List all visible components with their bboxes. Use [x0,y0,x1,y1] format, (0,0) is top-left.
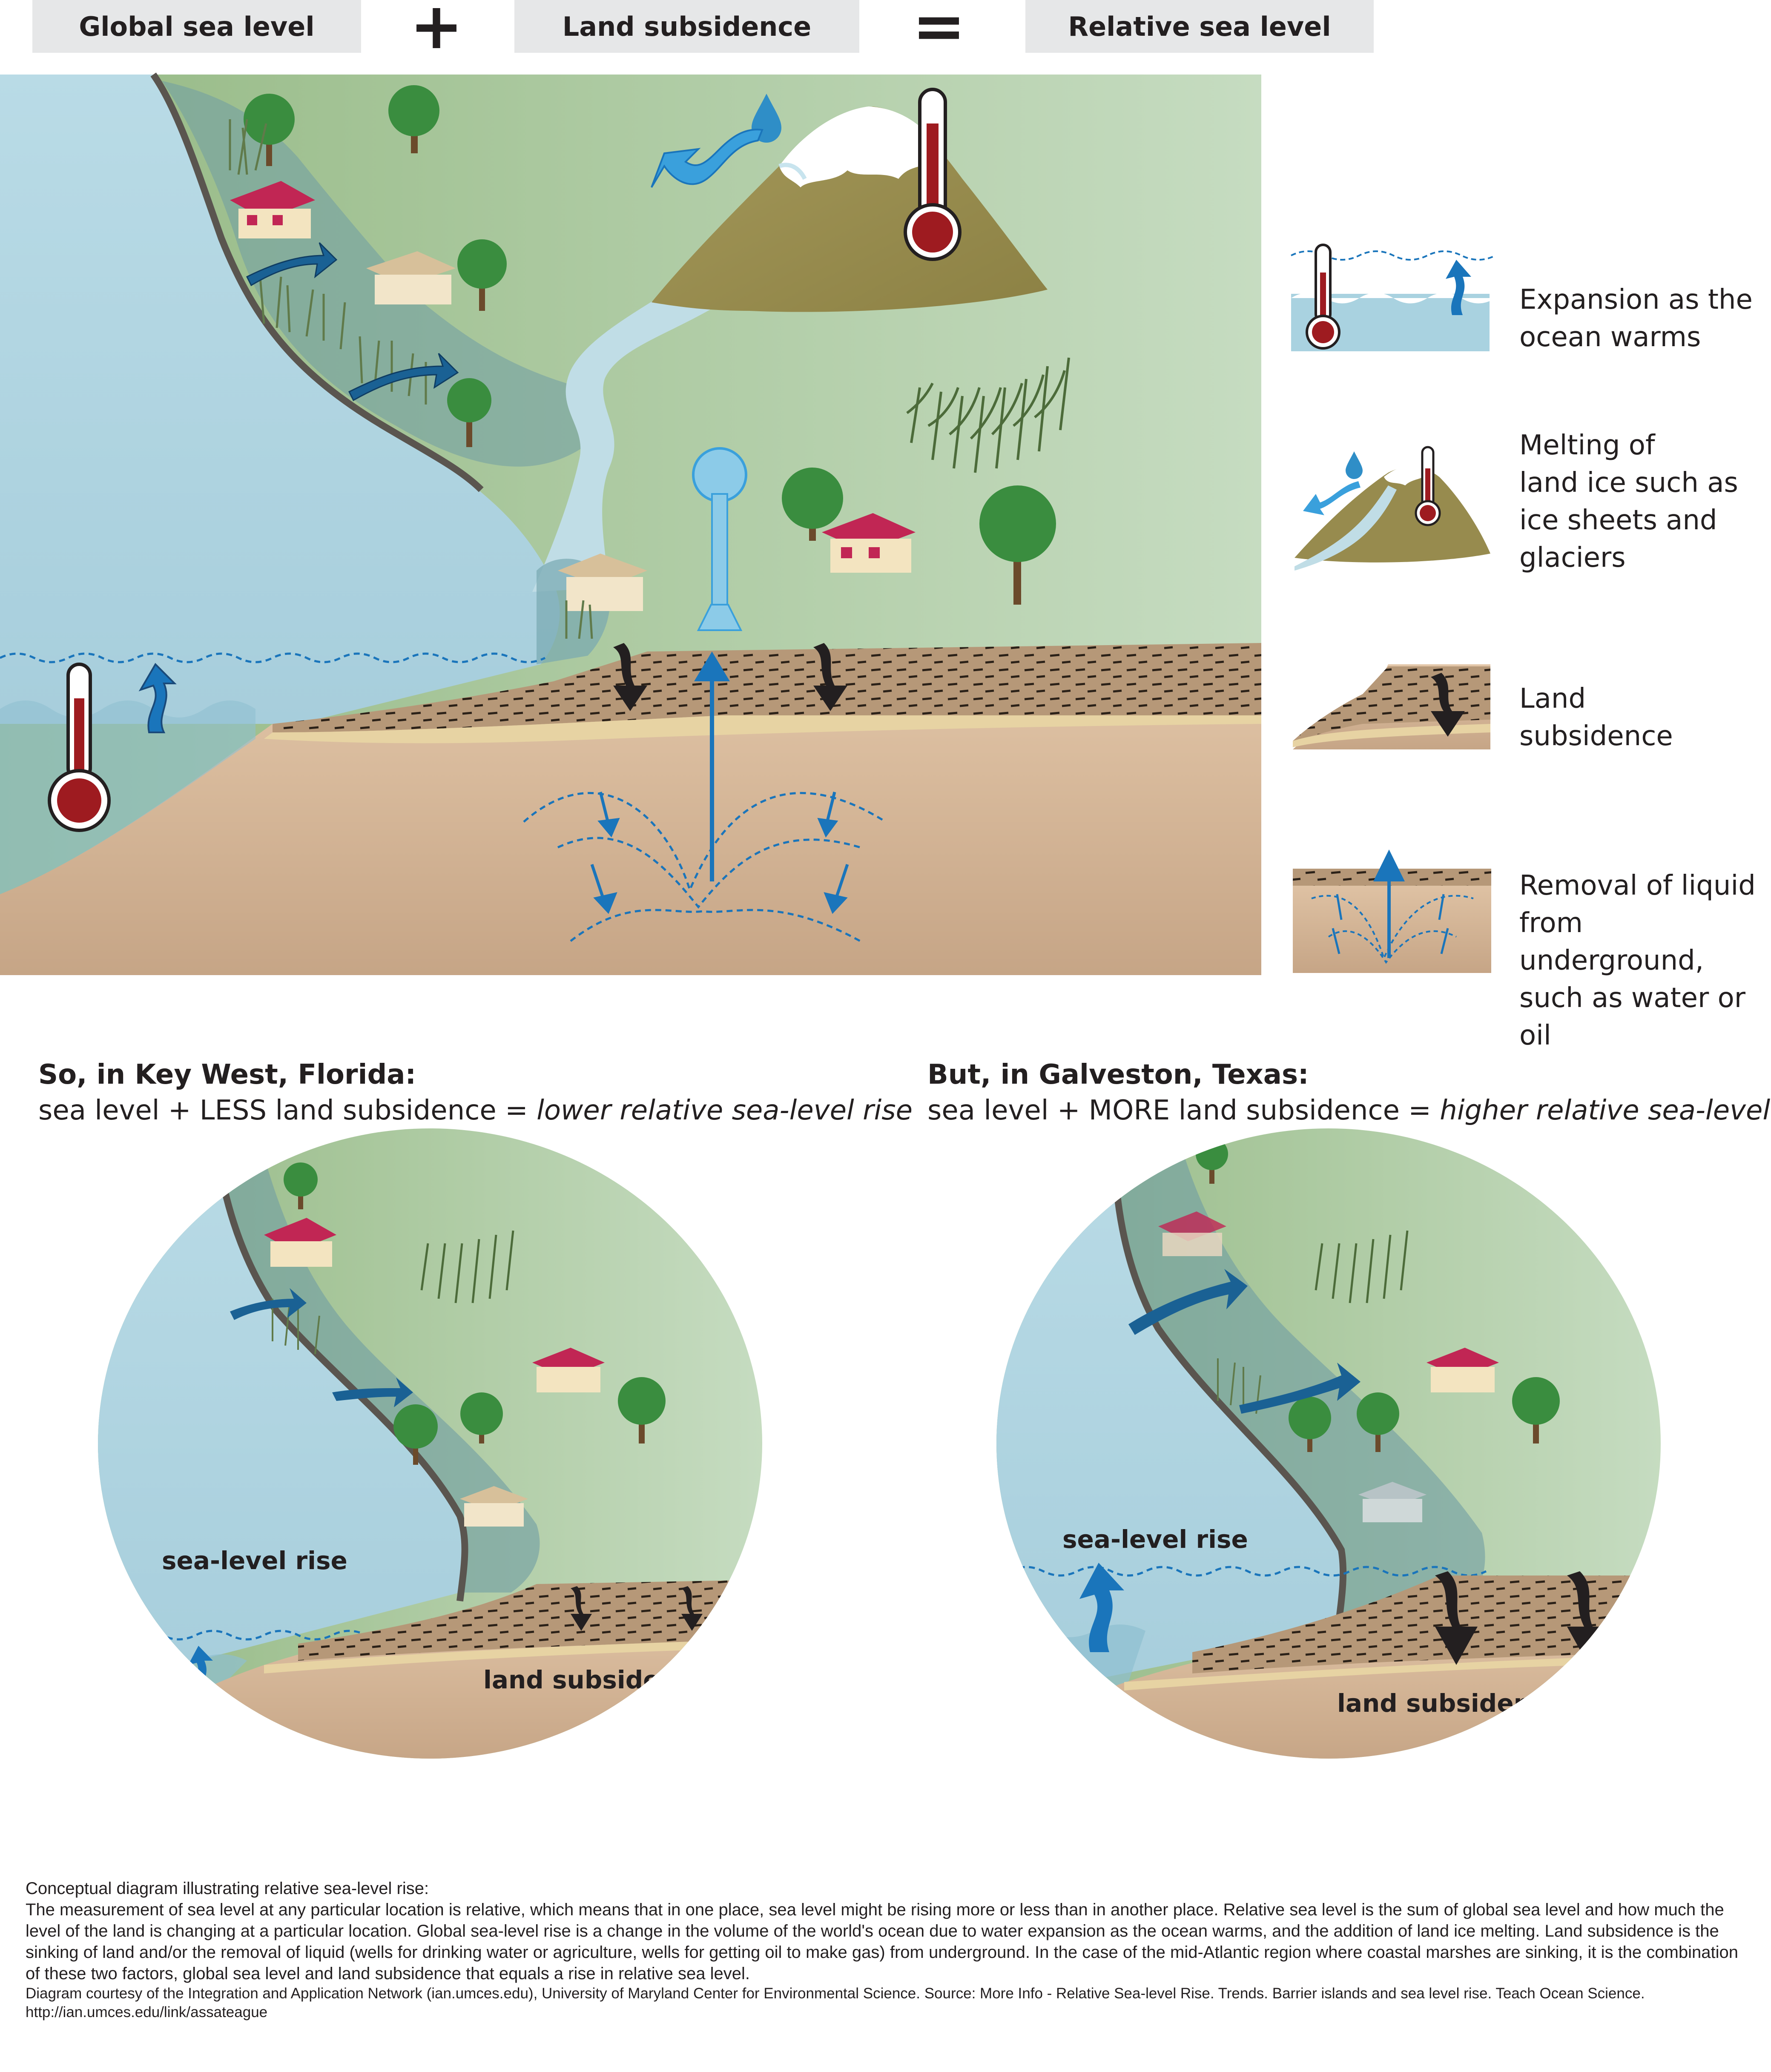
subsidence-arrow-icon [613,643,847,711]
galveston-circle: sea-level rise land subsidence [996,1128,1661,1759]
legend-removal-line-2: from underground, [1519,907,1704,976]
tree-icon [244,85,1056,605]
caption-title: Conceptual diagram illustrating relative… [26,1879,429,1898]
sea-rise-arrow-icon [138,663,177,733]
legend-melting-line-4: glaciers [1519,542,1626,574]
key-west-land-subsidence-label: land subsidence [483,1665,709,1694]
key-west-heading-block: So, in Key West, Florida: sea level + LE… [38,1057,913,1128]
legend-subsidence-line-2: subsidence [1519,720,1673,752]
water-tower-icon [692,447,747,631]
header-relative-sea-level: Relative sea level [1025,0,1374,53]
legend-melting-line-1: Melting of [1519,430,1655,461]
galveston-sea-level-rise-label: sea-level rise [1062,1525,1248,1554]
legend-removal-label: Removal of liquid from underground, such… [1519,867,1771,1054]
legend-subsidence-label: Land subsidence [1519,680,1673,755]
key-west-sea-level-rise-label: sea-level rise [162,1546,347,1575]
key-west-heading: So, in Key West, Florida: [38,1059,416,1091]
marsh-grass-icon [229,119,593,639]
flood-arrow-icon [246,242,459,402]
sea-thermometer-icon [48,663,111,832]
mountain-with-ice [651,94,1048,312]
galveston-land-subsidence-label: land subsidence [1337,1689,1563,1718]
key-west-formula: sea level + LESS land subsidence = [38,1095,537,1126]
crop-field-icon [906,357,1070,473]
legend-expansion-line-2: ocean warms [1519,321,1701,353]
legend-melting-label: Melting of land ice such as ice sheets a… [1519,427,1738,577]
legend-subsidence-line-1: Land [1519,683,1586,715]
groundwater-arrows [590,792,849,914]
galveston-heading-block: But, in Galveston, Texas: sea level + MO… [927,1057,1771,1128]
legend-expansion-line-1: Expansion as the [1519,284,1753,316]
legend-expansion-label: Expansion as the ocean warms [1519,281,1753,356]
legend-melting-line-3: ice sheets and [1519,505,1717,536]
legend-removal-line-1: Removal of liquid [1519,870,1756,901]
caption-block: Conceptual diagram illustrating relative… [26,1878,1746,2022]
legend-expansion-icon [1291,244,1496,351]
caption-credit: Diagram courtesy of the Integration and … [26,1985,1645,2002]
legend-melting-line-2: land ice such as [1519,467,1738,499]
caption-url: http://ian.umces.edu/link/assateague [26,2004,268,2020]
header-global-sea-level: Global sea level [32,0,361,53]
galveston-formula-italic: higher relative sea-level rise [1440,1095,1771,1126]
header-land-subsidence: Land subsidence [514,0,859,53]
galveston-formula: sea level + MORE land subsidence = [927,1095,1440,1126]
house-icon [230,181,916,611]
caption-body: The measurement of sea level at any part… [26,1900,1738,1983]
legend-removal-line-3: such as water or oil [1519,982,1746,1051]
key-west-circle: sea-level rise land subsidence [98,1128,762,1759]
key-west-formula-italic: lower relative sea-level rise [537,1095,913,1126]
groundwater-flow-lines [523,792,887,942]
thermometer-icon [904,88,962,261]
legend-melting-icon [1295,446,1490,571]
legend-removal-icon [1293,849,1491,973]
meltwater-arrow-icon [651,129,764,188]
galveston-heading: But, in Galveston, Texas: [927,1059,1309,1091]
legend-subsidence-icon [1293,664,1490,749]
